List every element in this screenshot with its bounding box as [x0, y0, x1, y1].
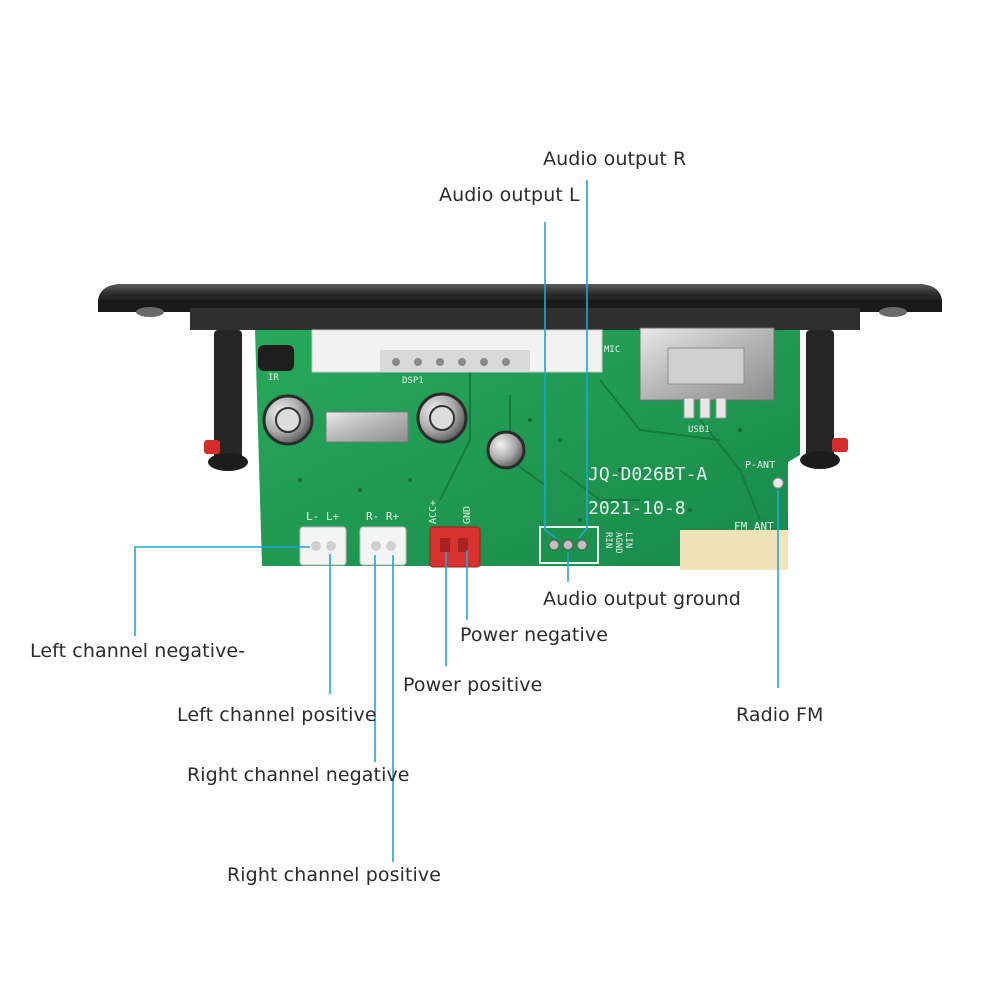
left-speaker-silkscreen: L- L+ [306, 510, 339, 523]
usb-pins [683, 397, 727, 419]
right-speaker-connector [359, 526, 407, 566]
heat-spreader [325, 411, 409, 443]
pcb-vias [298, 418, 742, 522]
bezel-screw-left [136, 307, 164, 317]
label-right-channel-negative: Right channel negative [187, 764, 410, 786]
acc-silkscreen: ACC+ [428, 500, 439, 524]
fm-ant-silkscreen: FM_ANT [734, 520, 774, 533]
label-power-positive: Power positive [403, 674, 543, 696]
leader-audio-output-r [578, 180, 588, 539]
bezel-back [190, 308, 860, 330]
rin-silkscreen: RIN [603, 532, 613, 548]
mic-silkscreen: MIC [604, 345, 620, 355]
audio-output-connector [539, 526, 599, 564]
agnd-silkscreen: AGND [613, 532, 623, 554]
display-connector [380, 350, 530, 372]
label-audio-output-l: Audio output L [439, 184, 580, 206]
mount-post-right [806, 330, 834, 460]
ir-receiver [258, 345, 294, 371]
fm-antenna-pad [772, 477, 784, 489]
ir-silkscreen: IR [268, 373, 279, 383]
label-left-channel-negative: Left channel negative- [30, 640, 246, 662]
mount-post-left-foot [208, 453, 248, 471]
model-silkscreen: JQ-D026BT-A [588, 464, 707, 485]
leader-lines [134, 180, 779, 862]
label-power-negative: Power negative [460, 624, 608, 646]
p-ant-silkscreen: P-ANT [745, 460, 775, 471]
label-audio-output-ground: Audio output ground [543, 588, 741, 610]
leader-audio-output-l [544, 222, 557, 539]
label-left-channel-positive: Left channel positive [177, 704, 377, 726]
label-audio-output-r: Audio output R [543, 148, 687, 170]
usb-silkscreen: USB1 [688, 425, 710, 435]
bezel-screw-right [879, 307, 907, 317]
red-clip-left [204, 440, 220, 454]
label-right-channel-positive: Right channel positive [227, 864, 442, 886]
mount-post-left [214, 330, 242, 460]
gnd-silkscreen: GND [462, 506, 473, 524]
left-speaker-connector [299, 526, 347, 566]
date-silkscreen: 2021-10-8 [588, 498, 686, 519]
lin-silkscreen: LIN [623, 532, 633, 548]
mount-post-right-foot [800, 451, 840, 469]
capacitor-small [486, 430, 526, 470]
bluetooth-module [680, 530, 788, 570]
dsp-silkscreen: DSP1 [402, 376, 424, 386]
display-pins [392, 358, 510, 366]
right-speaker-silkscreen: R- R+ [366, 510, 399, 523]
red-clip-right [832, 438, 848, 452]
leader-left-channel-negative [134, 546, 310, 636]
power-connector [429, 526, 481, 568]
label-radio-fm: Radio FM [736, 704, 824, 726]
